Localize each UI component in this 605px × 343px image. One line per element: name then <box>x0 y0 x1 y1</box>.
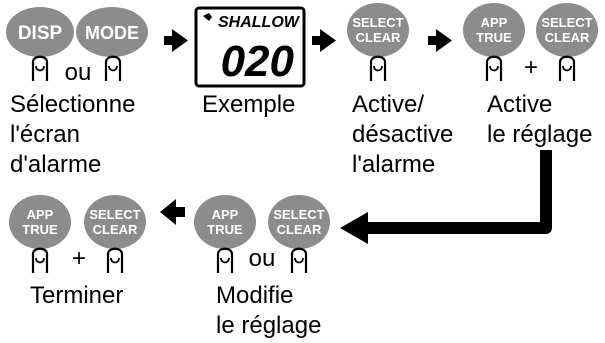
select-clear-button[interactable]: SELECT CLEAR <box>84 195 146 249</box>
caption-toggle-alarm-1: Active/ <box>352 91 424 118</box>
select-label: SELECT <box>89 207 140 222</box>
app-true-button[interactable]: APP TRUE <box>463 3 525 57</box>
disp-button-label: DISP <box>18 23 63 44</box>
app-true-button[interactable]: APP TRUE <box>9 195 71 249</box>
caption-select-alarm-2: l'écran <box>10 121 80 148</box>
plus-connector: + <box>524 54 538 81</box>
display-value: 020 <box>221 37 295 86</box>
finger-press-icon <box>558 55 576 82</box>
caption-activate-setting-2: le réglage <box>487 121 592 148</box>
select-label: SELECT <box>352 15 403 30</box>
app-label: APP <box>27 207 54 222</box>
caption-select-alarm-3: d'alarme <box>10 151 101 178</box>
clear-label: CLEAR <box>277 222 322 237</box>
true-label: TRUE <box>22 222 58 237</box>
finger-press-icon <box>104 55 122 82</box>
or-connector: ou <box>65 59 92 86</box>
clear-label: CLEAR <box>356 30 401 45</box>
app-true-button[interactable]: APP TRUE <box>194 195 256 249</box>
finger-press-icon <box>369 55 387 82</box>
mode-button[interactable]: MODE <box>76 7 148 57</box>
plus-connector: + <box>72 245 86 272</box>
app-label: APP <box>212 207 239 222</box>
clear-label: CLEAR <box>93 222 138 237</box>
finger-press-icon <box>31 55 49 82</box>
caption-modify-setting-2: le réglage <box>216 312 321 339</box>
arrow-right-icon <box>428 29 452 52</box>
true-label: TRUE <box>207 222 243 237</box>
finger-press-icon <box>106 247 124 274</box>
bell-icon <box>203 13 212 21</box>
caption-select-alarm-1: Sélectionne <box>10 91 135 118</box>
true-label: TRUE <box>476 30 512 45</box>
select-label: SELECT <box>541 15 592 30</box>
select-clear-button[interactable]: SELECT CLEAR <box>268 195 330 249</box>
app-label: APP <box>481 15 508 30</box>
finger-press-icon <box>216 247 234 274</box>
arrow-left-icon <box>160 199 185 225</box>
arrow-right-icon <box>164 29 188 52</box>
select-clear-button[interactable]: SELECT CLEAR <box>347 3 409 57</box>
caption-modify-setting-1: Modifie <box>216 282 293 309</box>
select-label: SELECT <box>273 207 324 222</box>
caption-example: Exemple <box>202 91 295 118</box>
select-clear-button[interactable]: SELECT CLEAR <box>536 3 598 57</box>
lcd-display: SHALLOW 020 <box>194 6 306 88</box>
finger-press-icon <box>31 247 49 274</box>
clear-label: CLEAR <box>545 30 590 45</box>
finger-press-icon <box>290 247 308 274</box>
mode-button-label: MODE <box>85 23 139 43</box>
disp-button[interactable]: DISP <box>6 7 74 57</box>
or-connector: ou <box>249 245 276 272</box>
caption-toggle-alarm-3: l'alarme <box>352 151 435 178</box>
caption-finish: Terminer <box>30 282 123 309</box>
display-title: SHALLOW <box>218 14 301 31</box>
arrow-return-icon <box>340 150 552 244</box>
finger-press-icon <box>485 55 503 82</box>
caption-toggle-alarm-2: désactive <box>352 121 453 148</box>
caption-activate-setting-1: Active <box>487 91 552 118</box>
arrow-right-icon <box>312 29 336 52</box>
